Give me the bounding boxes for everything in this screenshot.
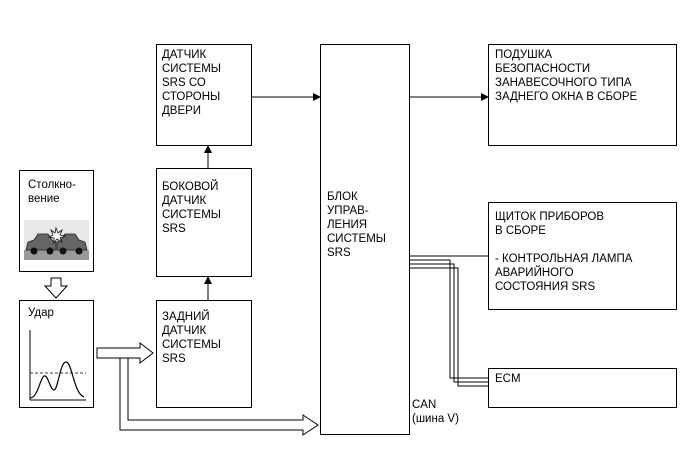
rear-sensor-label: ЗАДНИЙ ДАТЧИК СИСТЕМЫ SRS [162,311,221,365]
collision-label: Столкно- вение [28,179,76,205]
arrow-impact-to-rear [96,341,154,365]
srs-control-unit-label: БЛОК УПРАВ- ЛЕНИЯ СИСТЕМЫ SRS [327,191,386,259]
impact-label: Удар [28,307,54,319]
curtain-airbag-box [488,44,677,146]
can-bus-lines [410,255,490,387]
rear-sensor-box [156,300,252,408]
can-bus-label: CAN (шина V) [412,399,459,425]
curtain-airbag-label: ПОДУШКА БЕЗОПАСНОСТИ ЗАНАВЕСОЧНОГО ТИПА … [495,49,638,103]
side-sensor-label: БОКОВОЙ ДАТЧИК СИСТЕМЫ SRS [162,181,221,235]
arrow-collision-to-impact [43,277,69,299]
arrow-impact-to-ecu [119,357,319,436]
srs-control-unit-box [320,44,410,435]
instrument-panel-box [488,202,677,310]
instrument-panel-label: ЩИТОК ПРИБОРОВ В СБОРЕ - КОНТРОЛЬНАЯ ЛАМ… [495,211,633,293]
door-sensor-label: ДАТЧИК СИСТЕМЫ SRS СО СТОРОНЫ ДВЕРИ [162,49,221,117]
ecm-box [488,368,677,408]
impact-graph-icon [29,330,86,401]
impact-box [19,300,94,408]
door-sensor-box [156,44,252,146]
side-sensor-box [156,168,252,277]
car-collision-icon [24,220,89,260]
ecm-label: ECM [495,373,521,385]
